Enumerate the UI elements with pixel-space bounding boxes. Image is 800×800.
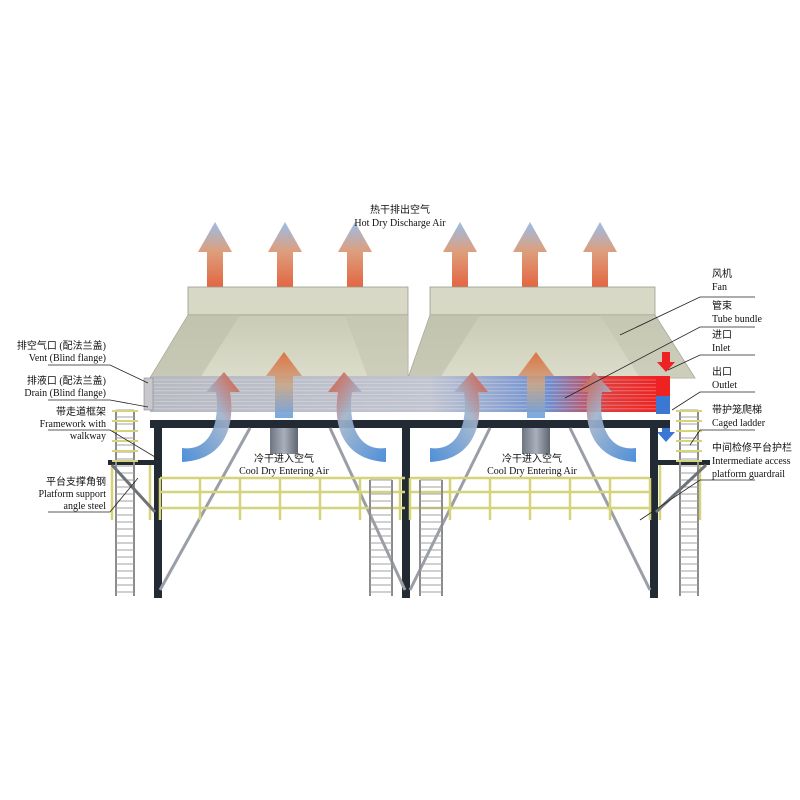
svg-text:Framework with: Framework with [40,419,106,430]
leader-lines [48,296,755,521]
svg-text:冷干进入空气: 冷干进入空气 [254,452,314,465]
outlet-nozzle [656,396,675,442]
hot-air-arrow [198,222,232,287]
svg-text:带护笼爬梯: 带护笼爬梯 [712,403,762,416]
label-cool-entering-right: 冷干进入空气 Cool Dry Entering Air [487,452,577,477]
tube-bundle [143,376,660,412]
svg-text:Hot Dry Discharge Air: Hot Dry Discharge Air [354,218,446,229]
svg-text:Vent (Blind flange): Vent (Blind flange) [29,353,106,364]
svg-text:Caged ladder: Caged ladder [712,418,766,429]
label-framework: 带走道框架 Framework with walkway [40,405,106,442]
svg-text:出口: 出口 [712,365,732,378]
label-cool-entering-left: 冷干进入空气 Cool Dry Entering Air [239,452,329,477]
svg-text:Platform support: Platform support [39,489,107,500]
hot-air-arrow [513,222,547,287]
svg-text:platform guardrail: platform guardrail [712,469,785,480]
cool-entering-air-arrows [182,352,636,462]
label-drain: 排液口 (配法兰盖) Drain (Blind flange) [24,374,106,399]
svg-text:Cool Dry Entering Air: Cool Dry Entering Air [487,466,577,477]
caged-ladders [112,409,702,596]
up-air-arrow [266,352,302,418]
inlet-nozzle [656,352,675,396]
svg-text:热干排出空气: 热干排出空气 [370,203,430,216]
label-vent: 排空气口 (配法兰盖) Vent (Blind flange) [17,339,106,364]
hot-air-arrow [338,222,372,287]
hot-air-arrow [583,222,617,287]
label-guardrail: 中间检修平台护栏 Intermediate access platform gu… [712,441,792,480]
cool-air-curl-arrow [430,372,488,462]
svg-text:Drain (Blind flange): Drain (Blind flange) [24,388,106,399]
fan-hood-right [407,286,696,379]
hot-air-arrow [268,222,302,287]
cool-air-curl-arrow [578,372,636,462]
hot-air-arrow [443,222,477,287]
hot-discharge-arrows [198,222,617,287]
label-caged-ladder: 带护笼爬梯 Caged ladder [712,403,766,429]
svg-text:风机: 风机 [712,267,732,280]
cool-air-curl-arrow [328,372,386,462]
svg-text:angle steel: angle steel [64,501,107,512]
svg-text:Tube bundle: Tube bundle [712,314,762,325]
svg-text:Intermediate access: Intermediate access [712,456,791,467]
up-air-arrow [518,352,554,418]
fan-left [270,424,298,454]
svg-text:中间检修平台护栏: 中间检修平台护栏 [712,441,792,454]
svg-text:Fan: Fan [712,282,727,293]
svg-text:进口: 进口 [712,329,732,341]
label-hot-discharge: 热干排出空气 Hot Dry Discharge Air [354,203,446,229]
svg-text:排液口 (配法兰盖): 排液口 (配法兰盖) [27,374,106,387]
label-platform-support: 平台支撑角钢 Platform support angle steel [39,475,107,512]
svg-text:Inlet: Inlet [712,343,731,354]
svg-text:带走道框架: 带走道框架 [56,405,106,418]
label-fan: 风机 Fan [712,267,732,293]
label-outlet: 出口 Outlet [712,365,737,391]
svg-text:冷干进入空气: 冷干进入空气 [502,452,562,465]
label-tube-bundle: 管束 Tube bundle [712,299,762,325]
fan-right [522,424,550,454]
platform-guardrail [110,465,702,520]
svg-text:Outlet: Outlet [712,380,737,391]
svg-text:平台支撑角钢: 平台支撑角钢 [46,475,106,488]
label-inlet: 进口 Inlet [712,329,732,354]
svg-text:Cool Dry Entering Air: Cool Dry Entering Air [239,466,329,477]
svg-text:管束: 管束 [712,299,732,312]
svg-text:排空气口 (配法兰盖): 排空气口 (配法兰盖) [17,339,106,352]
svg-text:walkway: walkway [70,431,106,442]
fan-hood-left [149,286,409,379]
cool-air-curl-arrow [182,372,240,462]
